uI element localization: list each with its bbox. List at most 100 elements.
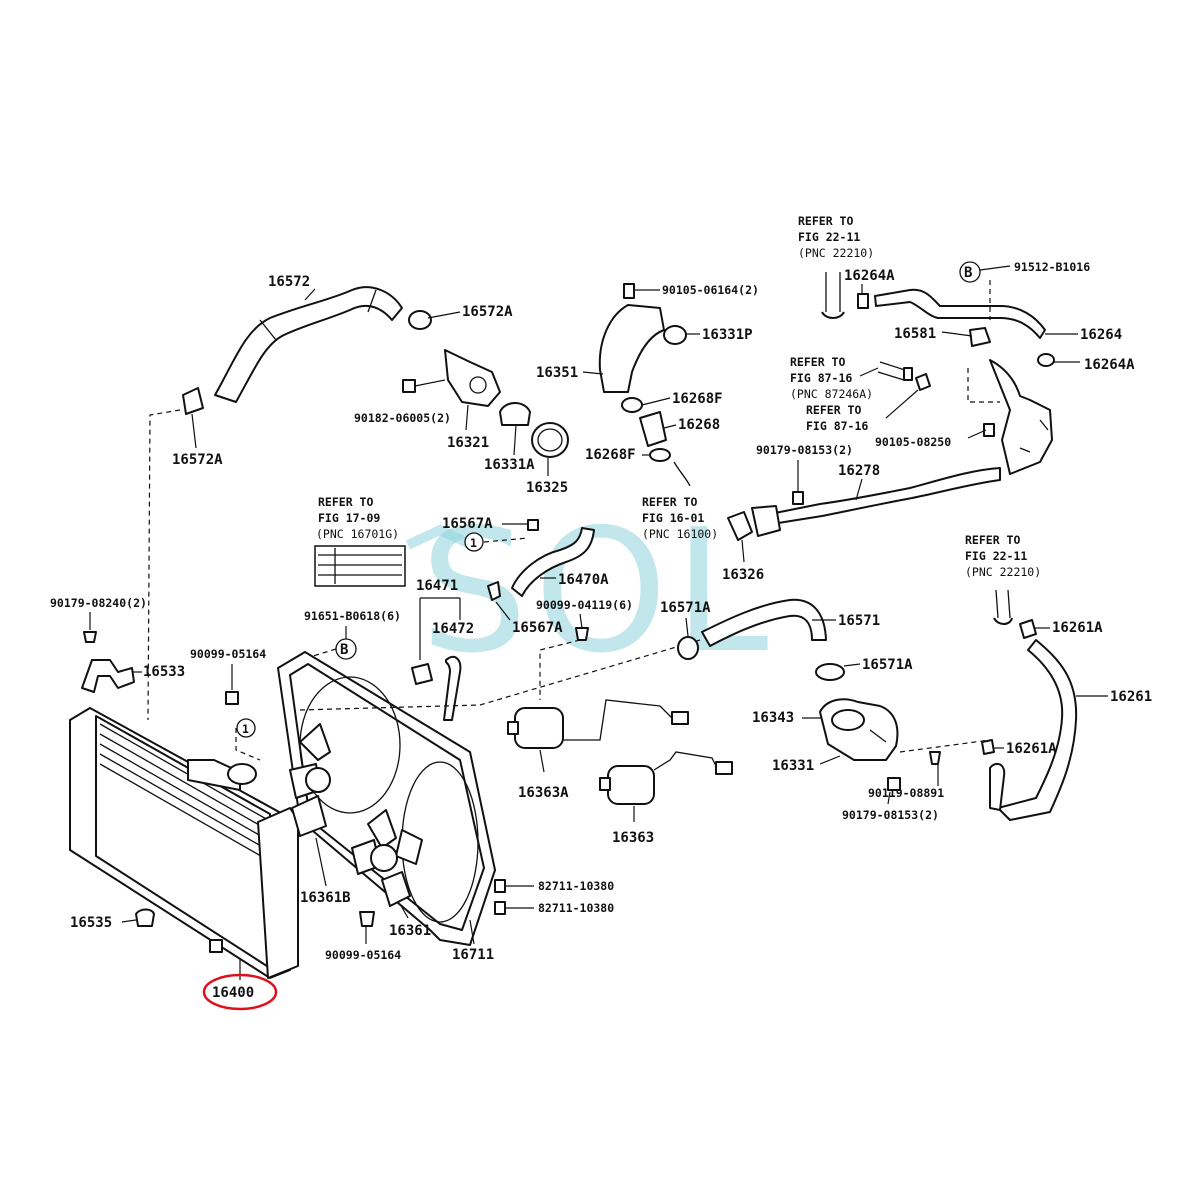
heater-hose-16264 [857, 288, 1055, 367]
ref-fig-22-11-top: REFER TO FIG 22-11 (PNC 22210) [798, 214, 874, 260]
label-16571a-right: 16571A [862, 657, 913, 673]
heater-pipe-bracket [983, 359, 1053, 475]
label-16571a-top: 16571A [660, 600, 711, 616]
label-16351: 16351 [536, 365, 578, 381]
radiator-support-bracket [81, 659, 135, 693]
heater-hose-16261 [981, 619, 1078, 821]
svg-text:(PNC 22210): (PNC 22210) [798, 246, 874, 260]
upper-radiator-hose [182, 286, 432, 415]
circle-1-marker-top [464, 532, 484, 552]
svg-text:FIG 22-11: FIG 22-11 [965, 549, 1027, 563]
label-16321: 16321 [447, 435, 489, 451]
label-90105-06164: 90105-06164(2) [662, 283, 759, 297]
label-16331: 16331 [772, 758, 814, 774]
ref-fig-87-16-b: REFER TO FIG 87-16 [806, 403, 868, 433]
label-16572: 16572 [268, 274, 310, 290]
ref-fig-22-11-right: REFER TO FIG 22-11 (PNC 22210) [965, 533, 1041, 579]
svg-text:REFER TO: REFER TO [642, 495, 697, 509]
ref-fig-17-09: REFER TO FIG 17-09 (PNC 16701G) [316, 495, 399, 541]
label-16326: 16326 [722, 567, 764, 583]
marker-1-left: 1 [242, 722, 249, 736]
label-16572a-top: 16572A [462, 304, 513, 320]
fan-shroud-16711 [277, 651, 506, 946]
label-16268f-top: 16268F [672, 391, 723, 407]
circle-1-marker-left [236, 718, 256, 738]
marker-b-top: B [964, 265, 972, 281]
watermark-logo-icon [405, 524, 475, 550]
label-82711-10380-b: 82711-10380 [538, 901, 614, 915]
radiator-16400 [69, 707, 299, 979]
label-16331a: 16331A [484, 457, 535, 473]
marker-b-left: B [340, 642, 348, 658]
label-16567a-bottom: 16567A [512, 620, 563, 636]
label-90179-08240: 90179-08240(2) [50, 596, 147, 610]
label-16581: 16581 [894, 326, 936, 342]
svg-text:(PNC 16100): (PNC 16100) [642, 527, 718, 541]
label-16264a-top: 16264A [844, 268, 895, 284]
label-90179-08153-top: 90179-08153(2) [756, 443, 853, 457]
water-outlet-pipe [598, 283, 691, 487]
fan-motor-16363 [599, 751, 733, 805]
label-90119-08891: 90119-08891 [868, 786, 944, 800]
water-inlet-thermostat [402, 349, 569, 458]
svg-text:REFER TO: REFER TO [798, 214, 853, 228]
svg-text:(PNC 16701G): (PNC 16701G) [316, 527, 399, 541]
label-16361: 16361 [389, 923, 431, 939]
label-16711: 16711 [452, 947, 494, 963]
label-90099-05164-bottom: 90099-05164 [325, 948, 401, 962]
circle-b-marker-top [959, 261, 981, 283]
label-16261a-top: 16261A [1052, 620, 1103, 636]
label-16567a-top: 16567A [442, 516, 493, 532]
label-16471: 16471 [416, 578, 458, 594]
label-82711-10380-a: 82711-10380 [538, 879, 614, 893]
label-16331p: 16331P [702, 327, 753, 343]
water-inlet-housing-16331 [819, 698, 899, 761]
label-16268f-bottom: 16268F [585, 447, 636, 463]
label-16361b: 16361B [300, 890, 351, 906]
label-91651-b0618: 91651-B0618(6) [304, 609, 401, 623]
marker-1-top: 1 [470, 536, 477, 550]
caution-label-plate [314, 545, 406, 587]
ref-fig-87-16-a: REFER TO FIG 87-16 (PNC 87246A) [790, 355, 873, 401]
label-16343: 16343 [752, 710, 794, 726]
water-bypass-pipe-16278 [727, 467, 1001, 541]
label-16472: 16472 [432, 621, 474, 637]
highlight-ring-16400 [202, 973, 278, 1011]
svg-text:REFER TO: REFER TO [965, 533, 1020, 547]
drain-cock-16535 [135, 908, 155, 927]
svg-text:FIG 87-16: FIG 87-16 [806, 419, 868, 433]
label-16470a: 16470A [558, 572, 609, 588]
label-16533: 16533 [143, 664, 185, 680]
svg-text:(PNC 22210): (PNC 22210) [965, 565, 1041, 579]
label-16400: 16400 [212, 985, 254, 1001]
reservoir-hose-16470a [487, 519, 595, 601]
svg-text:FIG 87-16: FIG 87-16 [790, 371, 852, 385]
sol-watermark: SOL [420, 493, 774, 691]
ref-fig-16-01: REFER TO FIG 16-01 (PNC 16100) [642, 495, 718, 541]
svg-text:FIG 17-09: FIG 17-09 [318, 511, 380, 525]
label-16264a-right: 16264A [1084, 357, 1135, 373]
svg-text:FIG 16-01: FIG 16-01 [642, 511, 704, 525]
fan-16361 [351, 809, 423, 927]
label-90099-04119: 90099-04119(6) [536, 598, 633, 612]
svg-text:FIG 22-11: FIG 22-11 [798, 230, 860, 244]
label-91512-b1016: 91512-B1016 [1014, 260, 1090, 274]
label-16571: 16571 [838, 613, 880, 629]
svg-text:(PNC 87246A): (PNC 87246A) [790, 387, 873, 401]
svg-text:REFER TO: REFER TO [806, 403, 861, 417]
label-90182-06005: 90182-06005(2) [354, 411, 451, 425]
label-16535: 16535 [70, 915, 112, 931]
label-16264: 16264 [1080, 327, 1122, 343]
fan-16361b [289, 723, 331, 837]
label-16261a-mid: 16261A [1006, 741, 1057, 757]
label-16572a-left: 16572A [172, 452, 223, 468]
fan-motor-16363a [507, 699, 689, 749]
label-16363a: 16363A [518, 785, 569, 801]
label-90099-05164-top: 90099-05164 [190, 647, 266, 661]
label-90179-08153-bottom: 90179-08153(2) [842, 808, 939, 822]
overflow-hose-16472 [411, 655, 462, 721]
svg-text:REFER TO: REFER TO [790, 355, 845, 369]
label-16363: 16363 [612, 830, 654, 846]
svg-text:REFER TO: REFER TO [318, 495, 373, 509]
